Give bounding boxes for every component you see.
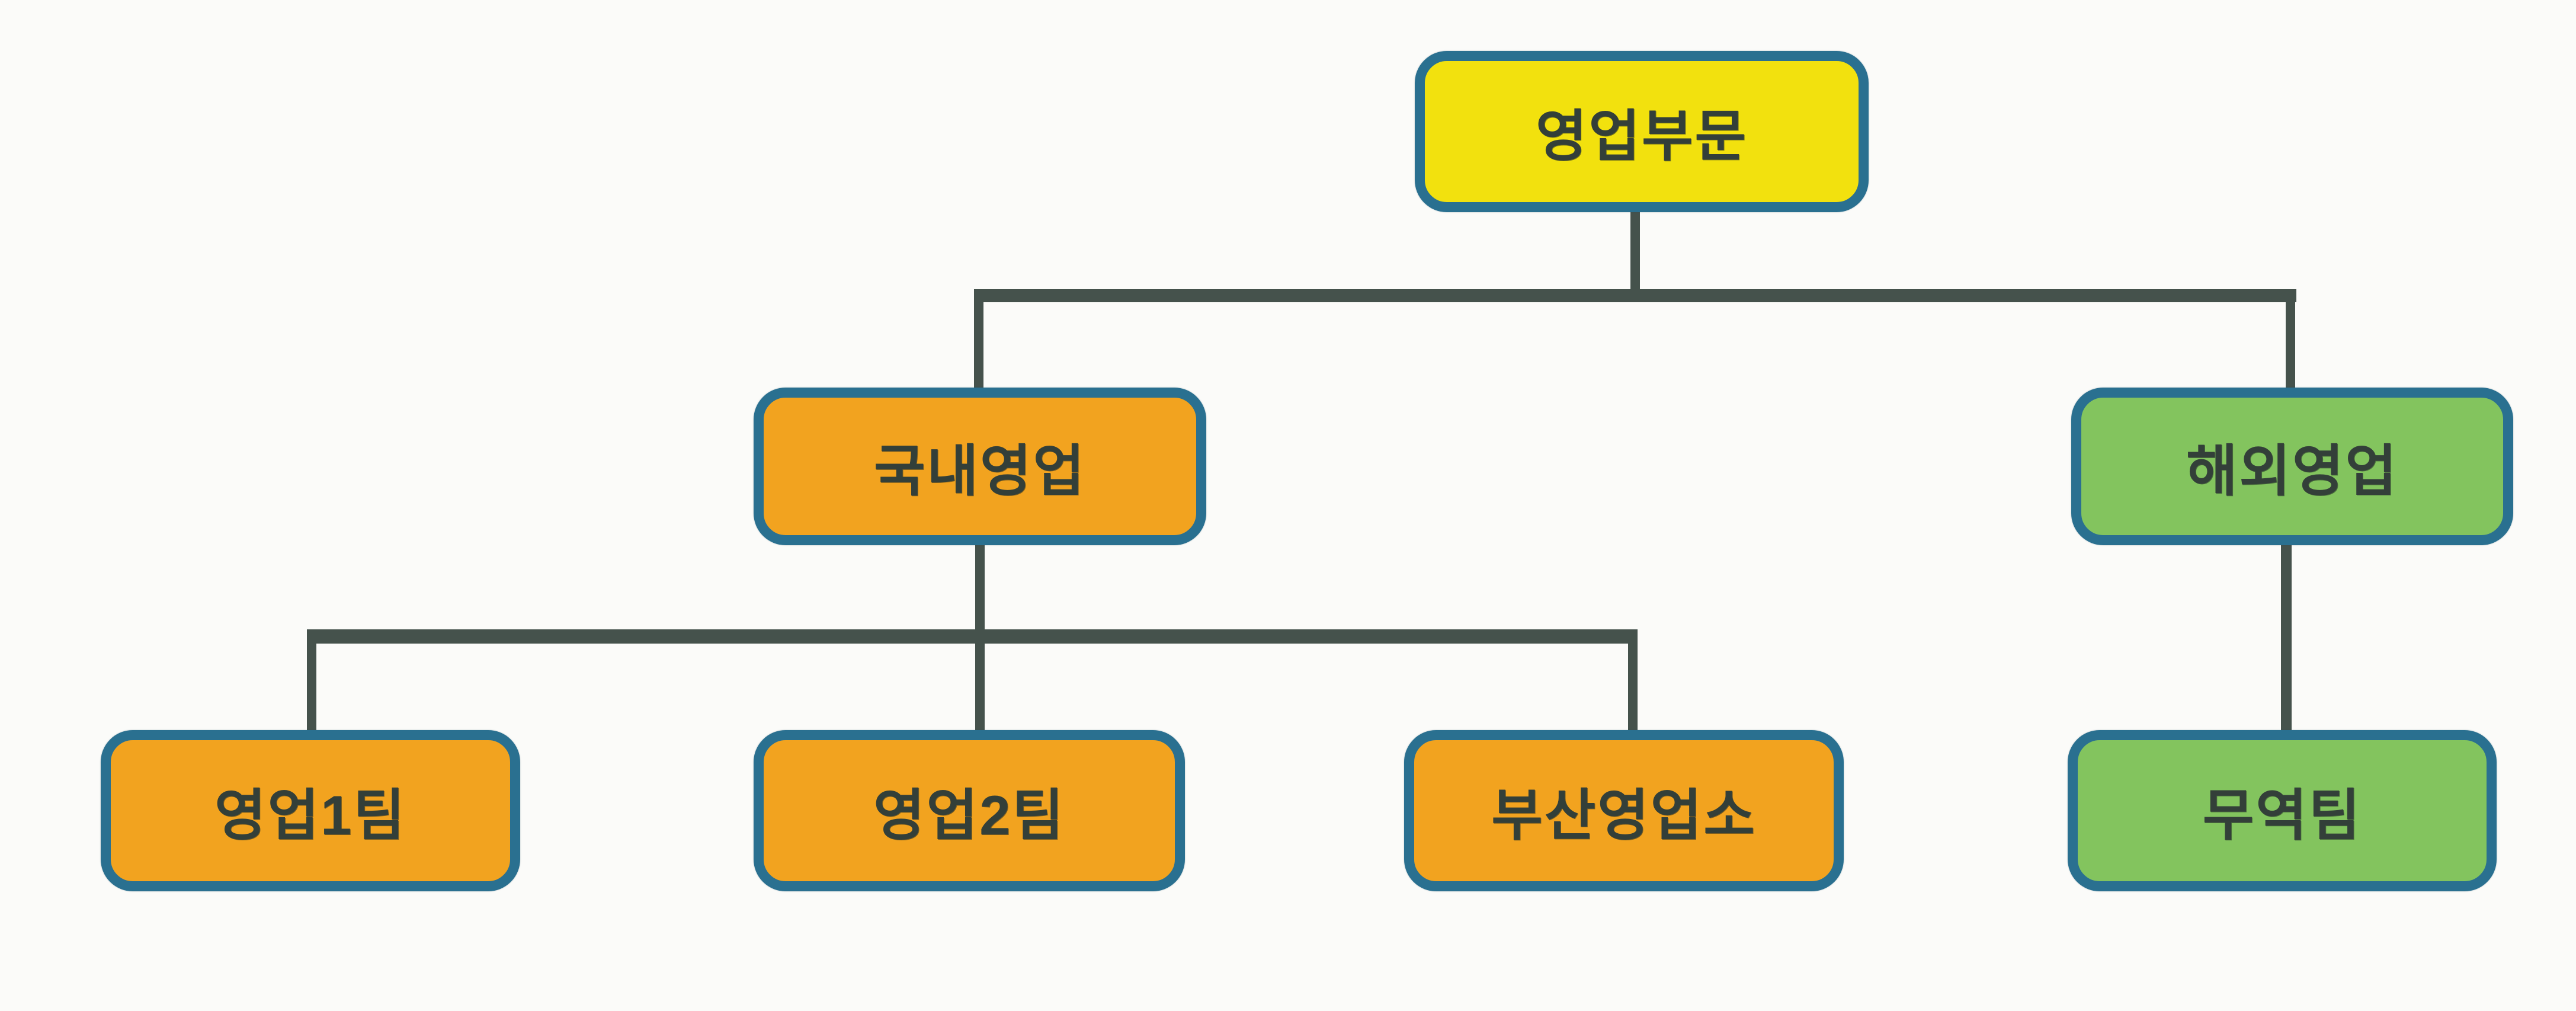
org-node-sales-division: 영업부문: [1415, 51, 1869, 212]
org-node-trade-team: 무역팀: [2068, 730, 2497, 891]
org-node-domestic-sales: 국내영업: [754, 388, 1206, 545]
connector-drop-overseas-sales: [2286, 296, 2295, 389]
connector-level2-bar: [974, 289, 2296, 302]
connector-root-trunk: [1630, 211, 1640, 297]
org-node-busan-sales-office: 부산영업소: [1404, 730, 1844, 891]
connector-drop-domestic-sales: [974, 296, 983, 389]
org-node-overseas-sales-label: 해외영업: [2186, 440, 2398, 502]
connector-drop-sales-team-1: [307, 639, 316, 731]
org-node-domestic-sales-label: 국내영업: [874, 440, 1086, 502]
org-node-overseas-sales: 해외영업: [2071, 388, 2513, 545]
org-node-sales-team-1: 영업1팀: [101, 730, 520, 891]
org-node-sales-team-2-label: 영업2팀: [873, 784, 1065, 846]
org-node-trade-team-label: 무역팀: [2202, 784, 2362, 846]
org-node-sales-team-2: 영업2팀: [754, 730, 1185, 891]
connector-drop-busan-sales-office: [1628, 639, 1638, 731]
org-node-sales-team-1-label: 영업1팀: [214, 784, 406, 846]
org-node-busan-sales-office-label: 부산영업소: [1491, 784, 1757, 846]
org-node-sales-division-label: 영업부문: [1536, 105, 1748, 167]
connector-overseas-trade: [2281, 544, 2292, 731]
connector-level3-bar: [307, 629, 1638, 644]
